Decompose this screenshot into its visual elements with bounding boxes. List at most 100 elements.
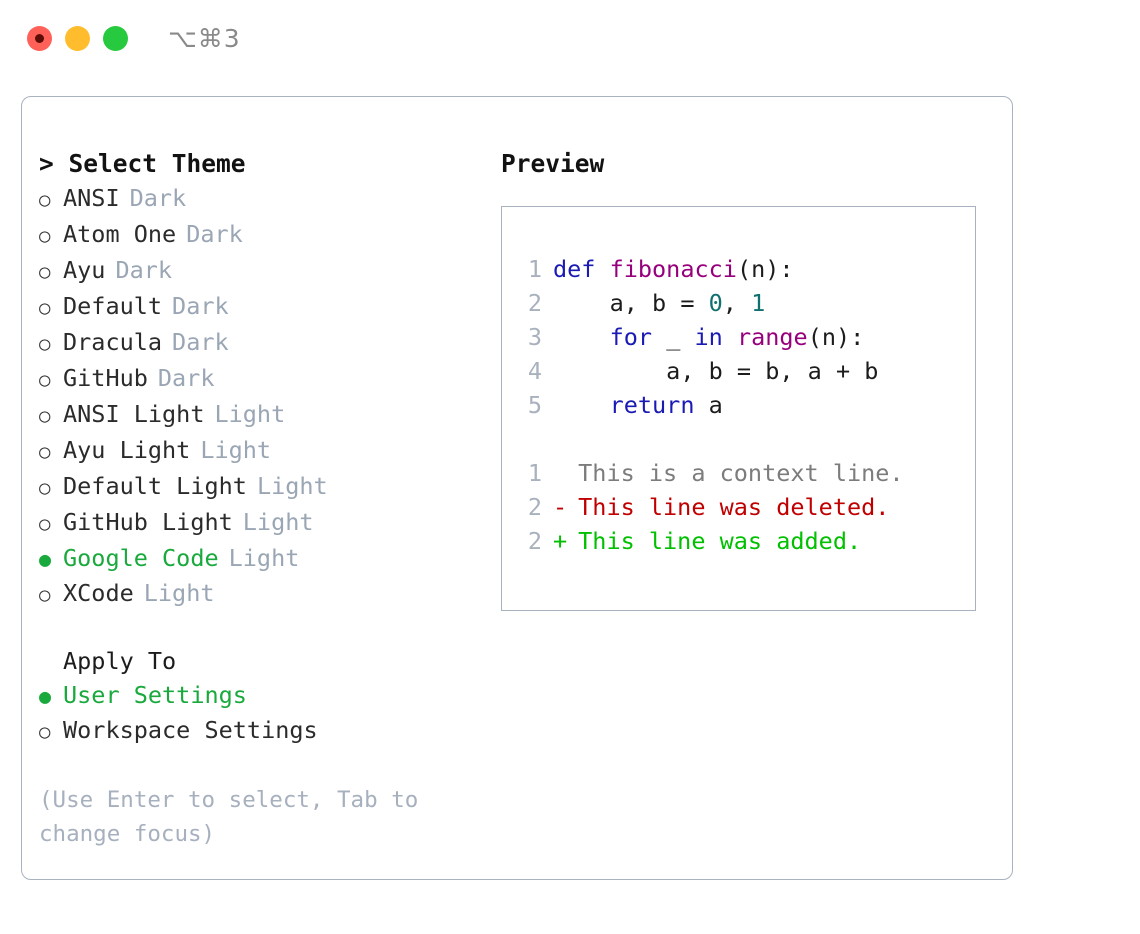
theme-option-label: Default	[63, 292, 163, 320]
radio-unselected-icon: ○	[39, 584, 51, 606]
theme-option-label: Dracula	[63, 328, 163, 356]
theme-option-label: GitHub	[63, 364, 148, 392]
theme-option-3[interactable]: ○ Default Dark	[39, 289, 489, 325]
theme-variant-tag: Dark	[115, 256, 173, 284]
code-token: (n):	[807, 323, 865, 351]
theme-variant-tag: Dark	[186, 220, 243, 248]
theme-option-label: ANSI Light	[63, 400, 205, 428]
select-theme-header: > Select Theme	[39, 149, 246, 178]
radio-selected-icon: ●	[39, 684, 52, 708]
code-token: ,	[722, 289, 752, 317]
diff-sign	[553, 456, 564, 490]
theme-option-label: Default Light	[63, 472, 247, 500]
code-token: return	[609, 391, 695, 419]
code-token: in	[694, 323, 723, 351]
theme-option-label: Google Code	[63, 544, 219, 572]
theme-option-label: Atom One	[63, 220, 177, 248]
radio-unselected-icon: ○	[39, 189, 51, 211]
radio-unselected-icon: ○	[39, 297, 51, 319]
close-button[interactable]	[27, 26, 52, 51]
radio-unselected-icon: ○	[39, 261, 51, 283]
theme-option-9[interactable]: ○ GitHub Light Light	[39, 505, 489, 541]
apply-to-list[interactable]: ●User Settings ○ Workspace Settings	[39, 678, 489, 749]
theme-option-label: XCode	[63, 579, 134, 607]
line-number: 1	[527, 255, 542, 283]
theme-variant-tag: Light	[228, 544, 300, 572]
minimize-button[interactable]	[65, 26, 90, 51]
radio-unselected-icon: ○	[39, 441, 51, 463]
code-line: 4 a, b = b, a + b	[518, 354, 904, 388]
theme-variant-tag: Dark	[172, 292, 229, 320]
apply-to-section: Apply To ●User Settings○Workspace Settin…	[39, 644, 489, 749]
diff-line-number: 2	[527, 493, 542, 521]
diff-sign: -	[553, 493, 568, 521]
theme-variant-tag: Dark	[157, 364, 215, 392]
keyboard-hint-text: (Use Enter to select, Tab to change focu…	[39, 787, 419, 847]
diff-text: This line was deleted.	[564, 493, 890, 521]
diff-line-number: 1	[527, 459, 542, 487]
recording-indicator-dot	[35, 34, 44, 43]
theme-variant-tag: Dark	[129, 184, 187, 212]
code-line: 3 for _ in range(n):	[518, 320, 904, 354]
traffic-lights	[27, 26, 128, 51]
apply-to-option-1[interactable]: ○ Workspace Settings	[39, 713, 489, 749]
keyboard-shortcut-label: ⌥⌘3	[168, 24, 241, 53]
code-token: a, b =	[553, 289, 709, 317]
code-token: 0	[708, 289, 723, 317]
theme-variant-tag: Light	[214, 400, 286, 428]
theme-option-4[interactable]: ○ Dracula Dark	[39, 325, 489, 361]
theme-option-7[interactable]: ○ Ayu Light Light	[39, 433, 489, 469]
theme-option-label: Ayu Light	[63, 436, 191, 464]
code-token: a, b = b, a + b	[553, 357, 879, 385]
preview-header: Preview	[501, 149, 605, 178]
diff-line: 1 This is a context line.	[518, 456, 904, 490]
code-token: (n):	[736, 255, 794, 283]
theme-variant-tag: Light	[242, 508, 314, 536]
code-token: a	[694, 391, 723, 419]
theme-variant-tag: Dark	[172, 328, 229, 356]
code-diff-spacer	[518, 422, 904, 456]
apply-to-option-0[interactable]: ●User Settings	[39, 678, 489, 713]
diff-line: 2- This line was deleted.	[518, 490, 904, 524]
radio-unselected-icon: ○	[39, 513, 51, 535]
code-token: def	[553, 255, 610, 283]
code-token: 1	[751, 289, 766, 317]
theme-option-10[interactable]: ● Google Code Light	[39, 541, 489, 576]
maximize-button[interactable]	[103, 26, 128, 51]
theme-variant-tag: Light	[256, 472, 328, 500]
radio-unselected-icon: ○	[39, 225, 51, 247]
radio-selected-icon: ●	[39, 547, 52, 571]
theme-option-1[interactable]: ○ Atom One Dark	[39, 217, 489, 253]
code-line: 1 def fibonacci(n):	[518, 252, 904, 286]
line-number: 2	[527, 289, 542, 317]
radio-unselected-icon: ○	[39, 721, 51, 743]
code-token	[553, 391, 610, 419]
theme-option-label: GitHub Light	[63, 508, 233, 536]
radio-unselected-icon: ○	[39, 405, 51, 427]
diff-line: 2+ This line was added.	[518, 524, 904, 558]
code-token: for	[609, 323, 653, 351]
diff-text: This is a context line.	[564, 459, 904, 487]
code-line: 5 return a	[518, 388, 904, 422]
code-token: fibonacci	[609, 255, 737, 283]
code-token: range	[736, 323, 808, 351]
code-token	[723, 323, 737, 351]
radio-unselected-icon: ○	[39, 333, 51, 355]
apply-to-option-label: Workspace Settings	[63, 716, 318, 744]
theme-variant-tag: Light	[200, 436, 272, 464]
line-number: 3	[527, 323, 542, 351]
title-bar: ⌥⌘3	[0, 0, 1140, 78]
theme-option-6[interactable]: ○ ANSI Light Light	[39, 397, 489, 433]
